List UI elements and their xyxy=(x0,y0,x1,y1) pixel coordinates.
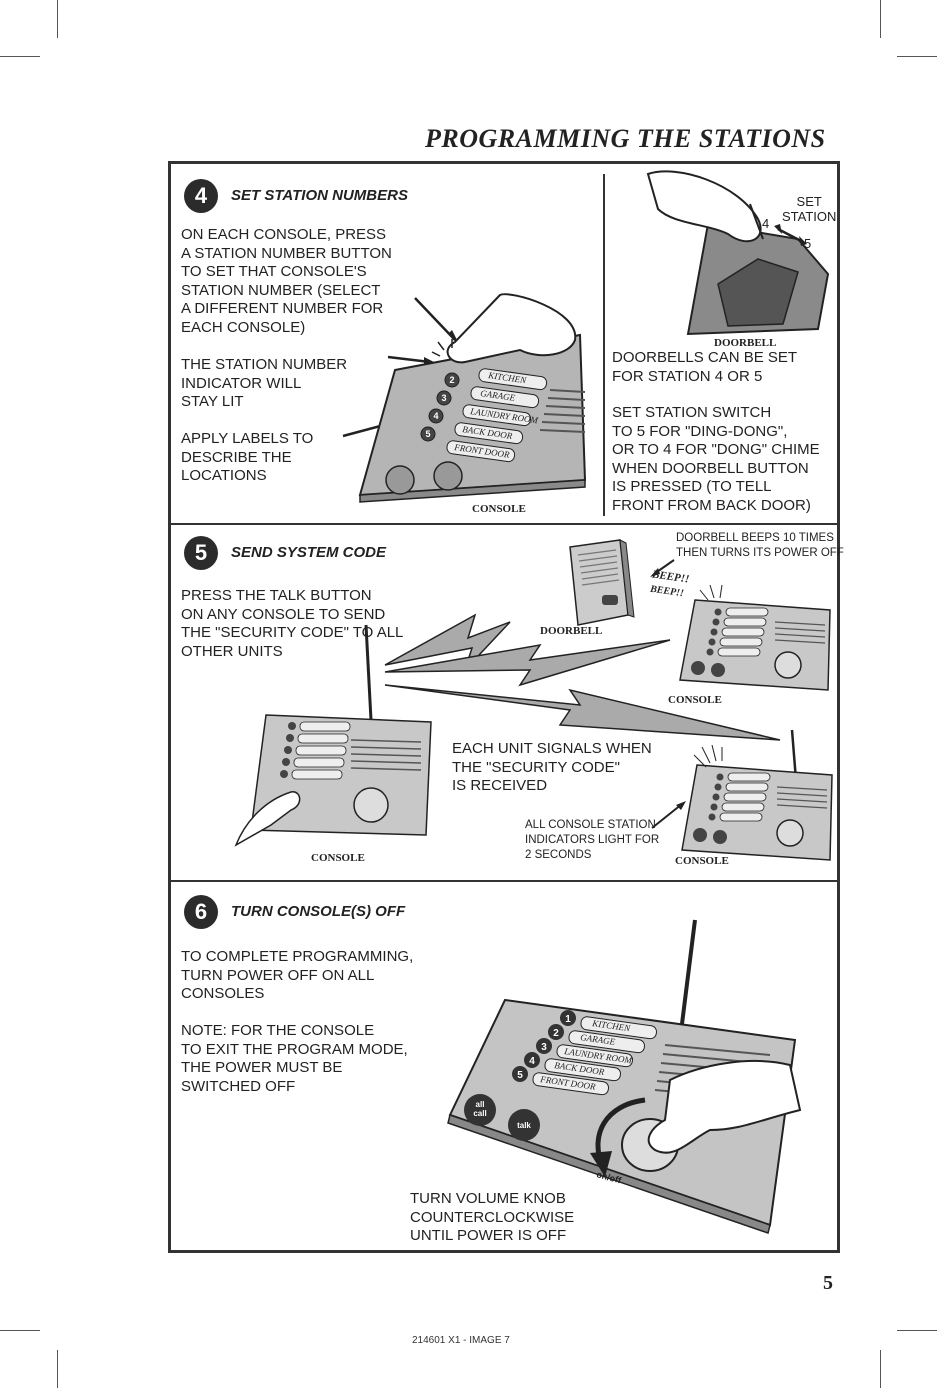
step5-title: SEND SYSTEM CODE xyxy=(231,544,387,561)
step6-badge: 6 xyxy=(184,895,218,929)
step5-instruction: PRESS THE TALK BUTTON ON ANY CONSOLE TO … xyxy=(181,587,404,660)
section-divider xyxy=(171,523,837,525)
section-divider xyxy=(171,880,837,882)
doorbell-unit-illustration xyxy=(569,539,635,626)
signal-explanation: EACH UNIT SIGNALS WHEN THE "SECURITY COD… xyxy=(452,740,652,794)
step4-console-label: CONSOLE xyxy=(472,503,526,515)
step4-labels-note: APPLY LABELS TO DESCRIBE THE LOCATIONS xyxy=(181,430,314,484)
step6-button-label: 4 xyxy=(529,1056,535,1067)
step4-divider xyxy=(603,174,605,516)
crop-mark xyxy=(0,1330,40,1331)
page-number: 5 xyxy=(823,1272,833,1294)
indicator-note-arrow xyxy=(651,801,686,829)
switch-position-5: 5 xyxy=(804,236,812,251)
step6-button-label: 1 xyxy=(565,1014,571,1025)
step6-note: NOTE: FOR THE CONSOLE TO EXIT THE PROGRA… xyxy=(181,1022,408,1095)
receiving-console-top xyxy=(679,584,831,691)
step4-doorbell-label: DOORBELL xyxy=(714,337,777,349)
console-illustration: KITCHEN GARAGE LAUNDRY ROOM BACK DOOR FR… xyxy=(342,293,587,503)
all-call-button-label: call xyxy=(473,1109,486,1118)
crop-mark xyxy=(897,1330,937,1331)
set-station-label: SET STATION xyxy=(782,194,837,224)
location-label: GARAGE xyxy=(480,388,517,403)
talk-button-label: talk xyxy=(517,1121,531,1130)
step5-badge: 5 xyxy=(184,536,218,570)
step6-button-label: 2 xyxy=(553,1028,559,1039)
switch-position-4: 4 xyxy=(762,216,770,231)
crop-mark xyxy=(880,1350,881,1388)
lit-console xyxy=(681,729,833,861)
step5-console-label: CONSOLE xyxy=(668,694,722,706)
station-button-3: 3 xyxy=(441,393,446,403)
power-off-console: 1 2 3 4 5 KITCHEN GARAGE LAUNDRY ROOM BA… xyxy=(447,919,802,1234)
page-title: PROGRAMMING THE STATIONS xyxy=(425,124,826,153)
step6-title: TURN CONSOLE(S) OFF xyxy=(231,903,406,920)
footer-code: 214601 X1 - IMAGE 7 xyxy=(412,1335,510,1346)
crop-mark xyxy=(0,56,40,57)
instruction-frame xyxy=(168,161,840,1253)
indicator-light-note: ALL CONSOLE STATION INDICATORS LIGHT FOR… xyxy=(525,819,660,861)
step6-instruction: TO COMPLETE PROGRAMMING, TURN POWER OFF … xyxy=(181,948,414,1002)
step6-location-label: GARAGE xyxy=(580,1032,617,1047)
crop-mark xyxy=(880,0,881,38)
step5-console-label-left: CONSOLE xyxy=(311,852,365,864)
step5-doorbell-label: DOORBELL xyxy=(540,625,603,637)
step4-indicator-note: THE STATION NUMBER INDICATOR WILL STAY L… xyxy=(181,356,348,410)
doorbell-beep-note: DOORBELL BEEPS 10 TIMES THEN TURNS ITS P… xyxy=(676,532,844,559)
station-button-5: 5 xyxy=(425,429,430,439)
step4-instruction: ON EACH CONSOLE, PRESS A STATION NUMBER … xyxy=(181,226,392,336)
step6-button-label: 5 xyxy=(517,1070,523,1081)
station-button-2: 2 xyxy=(449,375,454,385)
sending-console xyxy=(234,624,432,847)
doorbell-note-arrow xyxy=(650,559,675,577)
all-call-button-label: all xyxy=(476,1100,485,1109)
doorbell-switch-illustration xyxy=(646,170,830,336)
knob-instruction: TURN VOLUME KNOB COUNTERCLOCKWISE UNTIL … xyxy=(410,1190,575,1244)
station-button-4: 4 xyxy=(433,411,438,421)
step6-button-label: 3 xyxy=(541,1042,547,1053)
step5-console-label-right: CONSOLE xyxy=(675,855,729,867)
signal-bolts xyxy=(384,613,781,741)
crop-mark xyxy=(57,0,58,38)
doorbell-switch-instruction: SET STATION SWITCH TO 5 FOR "DING-DONG",… xyxy=(612,404,820,514)
step4-badge: 4 xyxy=(184,179,218,213)
step4-title: SET STATION NUMBERS xyxy=(231,187,408,204)
crop-mark xyxy=(57,1350,58,1388)
doorbell-station-note: DOORBELLS CAN BE SET FOR STATION 4 OR 5 xyxy=(612,349,798,385)
crop-mark xyxy=(897,56,937,57)
